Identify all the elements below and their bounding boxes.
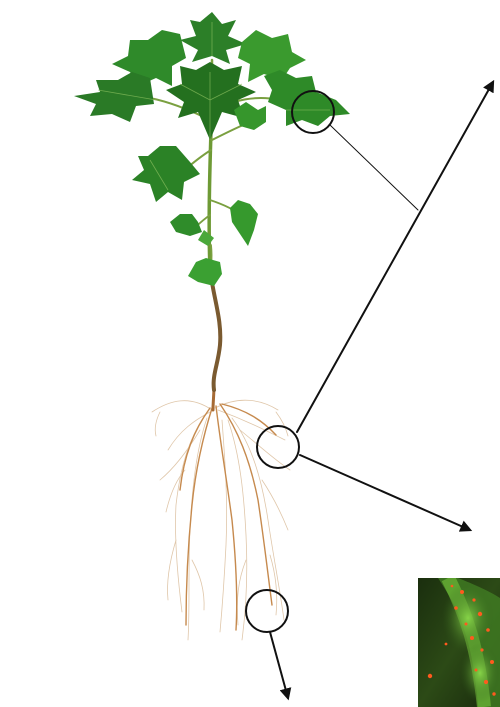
leaf-top [180,12,246,64]
leaf-right [264,70,350,126]
fluorescence-micrograph [418,578,500,707]
leaf-bottom [188,258,222,286]
long-arrow-up [297,82,493,432]
arrow-right-down [300,455,470,530]
leaf-mid-left [132,146,200,202]
main-roots [180,404,276,630]
micrograph-image [418,578,500,707]
leaf-far-left [74,72,154,122]
root-system [152,385,290,640]
arrow-down [270,632,288,698]
leaf-central [166,62,256,140]
leaf-lower-right [230,200,258,246]
fine-roots [152,400,290,640]
callout-circle-root-tip [246,590,288,632]
leaf-connector-line [330,125,418,210]
leaf-lower-left [170,214,202,236]
